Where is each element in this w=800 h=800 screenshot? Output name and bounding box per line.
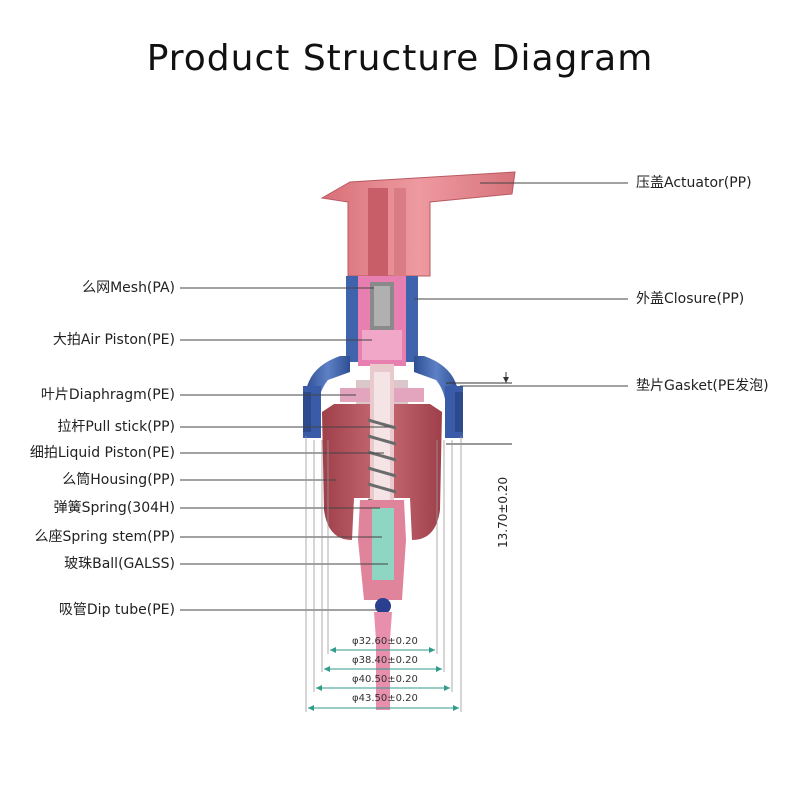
width-extension-lines xyxy=(305,436,462,712)
width-dimension-arrows xyxy=(308,647,459,711)
width-dimension-4: φ43.50±0.20 xyxy=(352,693,418,704)
piston-spring xyxy=(367,364,397,510)
label-closure: 外盖Closure(PP) xyxy=(636,291,745,307)
leader-lines-left xyxy=(180,287,390,611)
width-dimension-2: φ38.40±0.20 xyxy=(352,655,418,666)
label-air-piston: 大拍Air Piston(PE) xyxy=(52,332,175,348)
label-mesh: 么网Mesh(PA) xyxy=(82,280,175,296)
width-dimension-3: φ40.50±0.20 xyxy=(352,674,418,685)
page-title: Product Structure Diagram xyxy=(146,38,654,79)
actuator xyxy=(320,171,516,277)
label-actuator: 压盖Actuator(PP) xyxy=(636,175,752,191)
height-dimension-label: 13.70±0.20 xyxy=(496,476,510,548)
label-gasket: 垫片Gasket(PE发泡) xyxy=(636,378,769,394)
label-pull-stick: 拉杆Pull stick(PP) xyxy=(57,419,175,435)
label-dip-tube: 吸管Dip tube(PE) xyxy=(58,602,175,618)
label-spring-stem: 么座Spring stem(PP) xyxy=(34,529,175,545)
height-dimension xyxy=(446,372,512,445)
label-ball: 玻珠Ball(GALSS) xyxy=(64,556,175,572)
label-diaphragm: 叶片Diaphragm(PE) xyxy=(40,387,175,403)
pull-stick xyxy=(358,276,406,366)
label-housing: 么筒Housing(PP) xyxy=(62,472,175,488)
label-spring: 弹簧Spring(304H) xyxy=(53,500,175,516)
spring-stem xyxy=(358,500,406,710)
width-dimension-1: φ32.60±0.20 xyxy=(352,636,418,647)
label-liquid-piston: 细拍Liquid Piston(PE) xyxy=(29,445,175,461)
leader-lines-right xyxy=(414,182,628,387)
